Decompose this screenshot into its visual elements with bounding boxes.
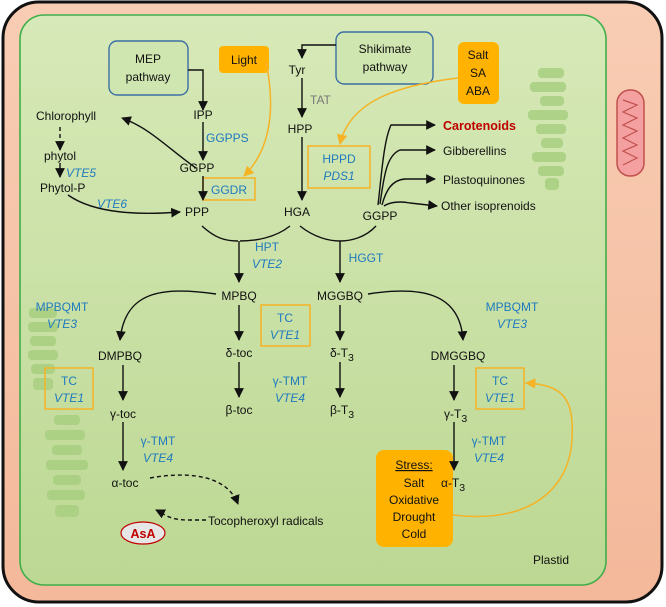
pathway-arrows xyxy=(55,44,574,521)
ggpps-label: GGPPS xyxy=(206,131,249,145)
pathway-label: pathway xyxy=(363,60,408,74)
light-box: Light xyxy=(219,46,269,73)
gamma-tmt-left-label: γ-TMT xyxy=(141,434,176,448)
light-label: Light xyxy=(231,53,258,67)
asa-label: AsA xyxy=(130,527,155,541)
ggpp-right-label: GGPP xyxy=(363,209,398,223)
vte1-left-label: VTE1 xyxy=(54,391,84,405)
tc-frame-right xyxy=(475,367,525,410)
ipp-label: IPP xyxy=(193,108,212,122)
vte4-mid-label: VTE4 xyxy=(275,391,305,405)
plastoquinones-label: Plastoquinones xyxy=(443,173,525,187)
salt-label: Salt xyxy=(468,48,489,62)
gamma-tmt-right-label: γ-TMT xyxy=(472,434,507,448)
chlorophyll-label: Chlorophyll xyxy=(36,109,96,123)
tc-mid-label: TC xyxy=(277,311,293,325)
gamma-t3-label: γ-T3 xyxy=(444,407,467,425)
vte4-left-label: VTE4 xyxy=(143,451,173,465)
tc-frame-mid xyxy=(260,304,311,347)
isoprenoid-products: Carotenoids Gibberellins Plastoquinones … xyxy=(441,119,536,213)
vte6-label: VTE6 xyxy=(97,197,127,211)
ppp-label: PPP xyxy=(185,205,209,219)
enzyme-labels: GGPPS VTE5 VTE6 GGDR TAT HPPD PDS1 HPT V… xyxy=(36,93,539,465)
beta-t3-label: β-T3 xyxy=(330,403,354,421)
stress-oxidative: Oxidative xyxy=(389,493,439,507)
tocopheroxyl-radicals-label: Tocopheroxyl radicals xyxy=(208,514,323,528)
mggbq-label: MGGBQ xyxy=(317,289,363,303)
phytol-label: phytol xyxy=(44,149,76,163)
phytol-p-label: Phytol-P xyxy=(40,181,85,195)
mep-label: MEP xyxy=(135,52,161,66)
vte2-label: VTE2 xyxy=(252,257,282,271)
alpha-toc-label: α-toc xyxy=(112,476,139,490)
ggpp-left-label: GGPP xyxy=(180,161,215,175)
mep-pathway-box: MEP pathway xyxy=(108,40,189,96)
vte1-mid-label: VTE1 xyxy=(270,328,300,342)
aba-label: ABA xyxy=(466,84,490,98)
vte4-right-label: VTE4 xyxy=(474,451,504,465)
tc-left-label: TC xyxy=(61,374,77,388)
beta-toc-label: β-toc xyxy=(226,403,253,417)
hppd-label: HPPD xyxy=(322,152,356,166)
shikimate-label: Shikimate xyxy=(359,42,412,56)
hggt-label: HGGT xyxy=(349,251,384,265)
gamma-tmt-mid-label: γ-TMT xyxy=(273,374,308,388)
shikimate-pathway-box: Shikimate pathway xyxy=(335,31,434,85)
metabolite-labels: Chlorophyll phytol Phytol-P IPP GGPP PPP… xyxy=(36,63,486,545)
vte3-right-label: VTE3 xyxy=(497,317,527,331)
dmpbq-label: DMPBQ xyxy=(98,349,142,363)
vte3-left-label: VTE3 xyxy=(47,317,77,331)
alpha-t3-label: α-T3 xyxy=(441,476,465,494)
dmggbq-label: DMGGBQ xyxy=(431,349,486,363)
thylakoid-icon xyxy=(528,68,568,190)
stress-box: Stress: Salt Oxidative Drought Cold xyxy=(376,450,453,547)
vte5-label: VTE5 xyxy=(66,166,96,180)
ggdr-label: GGDR xyxy=(211,183,247,197)
pds1-label: PDS1 xyxy=(323,169,354,183)
gibberellins-label: Gibberellins xyxy=(443,144,506,158)
asa-badge: AsA xyxy=(120,521,166,545)
sa-label: SA xyxy=(470,66,486,80)
tat-label: TAT xyxy=(310,93,332,107)
vte1-right-label: VTE1 xyxy=(485,391,515,405)
hpt-label: HPT xyxy=(255,240,280,254)
stress-cold: Cold xyxy=(402,527,427,541)
stress-salt: Salt xyxy=(404,476,425,490)
hga-label: HGA xyxy=(284,205,310,219)
mpbqmt-right-label: MPBQMT xyxy=(486,300,539,314)
stress-drought: Drought xyxy=(393,510,436,524)
delta-toc-label: δ-toc xyxy=(226,346,253,360)
mpbqmt-left-label: MPBQMT xyxy=(36,300,89,314)
other-isoprenoids-label: Other isoprenoids xyxy=(441,199,536,213)
stress-title: Stress: xyxy=(395,458,432,472)
plastid-label: Plastid xyxy=(533,553,569,567)
tyr-label: Tyr xyxy=(289,63,306,77)
hppd-frame xyxy=(307,145,371,189)
salt-sa-aba-box: Salt SA ABA xyxy=(458,42,499,104)
gamma-toc-label: γ-toc xyxy=(110,407,136,421)
thylakoid-icon xyxy=(45,415,88,517)
mpbq-label: MPBQ xyxy=(221,289,256,303)
mitochondrion-icon xyxy=(616,89,645,177)
tc-frame-left xyxy=(44,367,94,410)
delta-t3-label: δ-T3 xyxy=(330,346,354,364)
carotenoids-label: Carotenoids xyxy=(443,119,516,133)
thylakoid-icon xyxy=(28,308,58,390)
pathway-label: pathway xyxy=(126,70,171,84)
hpp-label: HPP xyxy=(288,122,313,136)
tc-right-label: TC xyxy=(492,374,508,388)
plastid-compartment xyxy=(19,14,607,586)
